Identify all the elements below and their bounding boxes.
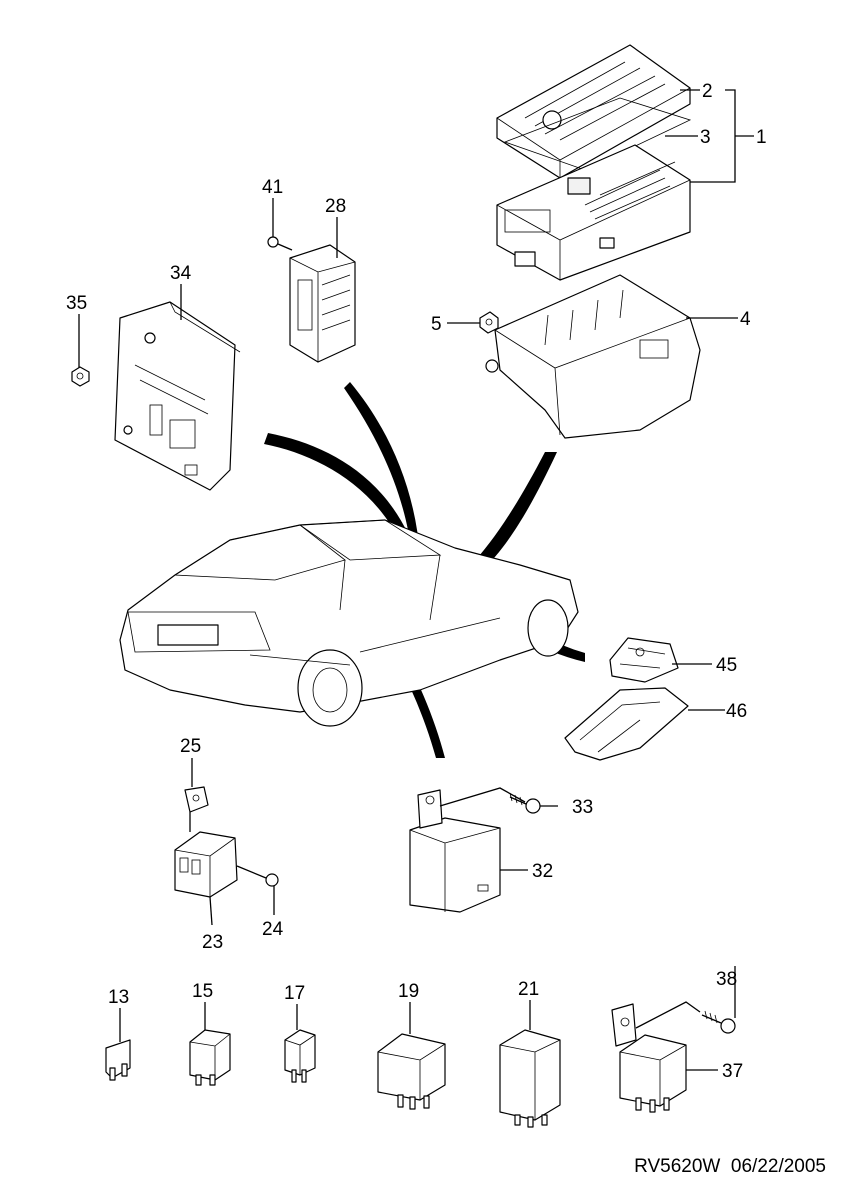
- part-3-fuse-box-gasket: [503, 97, 692, 171]
- callout-19: 19: [398, 981, 419, 1002]
- part-15-fuse: [189, 1029, 231, 1086]
- callout-41: 41: [262, 177, 283, 198]
- callout-33: 33: [572, 797, 593, 818]
- callout-15: 15: [192, 981, 213, 1002]
- part-25-bracket: [184, 786, 209, 813]
- callout-25: 25: [180, 736, 201, 757]
- callout-labels: 2 3 1 4 5 41 28 34 35 45 46 25 23 24 33 …: [66, 81, 767, 1082]
- part-17-fuse: [284, 1029, 316, 1083]
- part-32-control-unit: [409, 789, 501, 913]
- callout-2: 2: [702, 81, 713, 102]
- part-5-nut: [479, 311, 499, 334]
- callout-45: 45: [716, 655, 737, 676]
- part-4-fuse-box-housing: [485, 274, 701, 439]
- part-34-body-control-module: [114, 301, 241, 491]
- part-41-screw: [267, 236, 293, 251]
- part-28-relay-block: [289, 244, 356, 363]
- callout-3: 3: [700, 127, 711, 148]
- callout-24: 24: [262, 919, 284, 940]
- callout-35: 35: [66, 293, 87, 314]
- callout-46: 46: [726, 701, 747, 722]
- callout-5: 5: [431, 314, 442, 335]
- diagram-reference: RV5620W 06/22/2005: [634, 1156, 826, 1177]
- callout-13: 13: [108, 987, 129, 1008]
- callout-32: 32: [532, 861, 553, 882]
- callout-34: 34: [170, 263, 192, 284]
- part-1-fuse-box-base: [496, 144, 691, 281]
- callout-1: 1: [756, 127, 767, 148]
- vehicle-sedan: [119, 519, 579, 727]
- callout-21: 21: [518, 979, 539, 1000]
- callout-4: 4: [740, 309, 751, 330]
- leader-lines: [78, 89, 754, 1071]
- callout-23: 23: [202, 932, 223, 953]
- part-19-relay: [377, 1033, 446, 1110]
- callout-28: 28: [325, 196, 346, 217]
- part-38-screw: [701, 1010, 736, 1034]
- part-13-fuse: [105, 1039, 131, 1081]
- part-37-relay: [611, 1003, 687, 1113]
- part-24-screw: [236, 865, 279, 887]
- part-21-relay: [499, 1029, 561, 1128]
- callout-38: 38: [716, 969, 737, 990]
- part-2-fuse-box-cover: [496, 44, 691, 179]
- part-45-fuse-box-bracket: [609, 637, 679, 683]
- part-23-relay: [174, 812, 238, 898]
- part-46-fuse-box-tray: [564, 687, 689, 761]
- callout-37: 37: [722, 1061, 743, 1082]
- callout-17: 17: [284, 983, 305, 1004]
- part-35-nut: [71, 366, 90, 387]
